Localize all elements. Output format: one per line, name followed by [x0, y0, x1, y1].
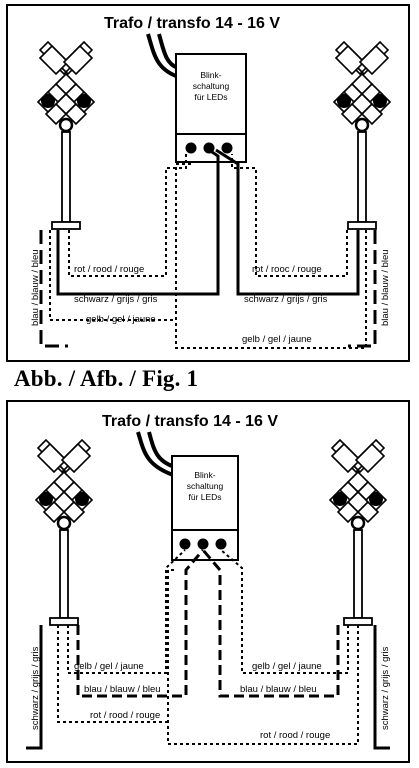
- signal-pole: [353, 529, 363, 619]
- signal-base: [49, 617, 79, 626]
- wire-label: schwarz / grijs / gris: [30, 646, 41, 730]
- railroad-crossing-signal-left: [36, 40, 96, 230]
- wire-yellow-right: [220, 549, 349, 674]
- power-cable: [146, 33, 177, 78]
- wire-label: rot / rood / rouge: [74, 264, 144, 275]
- wire-label: rot / rood / rouge: [260, 730, 330, 741]
- signal-lamp-icon: [354, 117, 370, 133]
- wire-red-left: [68, 154, 187, 277]
- signal-lamp-icon: [56, 515, 72, 531]
- wiring-diagram-figure-2: Trafo / transfo 14 - 16 V Blink- schaltu…: [6, 400, 410, 763]
- box-label-line: schaltung: [193, 81, 230, 91]
- wire-label: schwarz / grijs / gris: [74, 294, 158, 305]
- railroad-crossing-signal-right: [328, 438, 388, 626]
- blinker-circuit-box: Blink- schaltung für LEDs: [175, 53, 247, 163]
- signal-lamp-icon: [41, 94, 55, 108]
- wire-label: rot / rood / rouge: [90, 710, 160, 721]
- wire-label: schwarz / grijs / gris: [380, 646, 391, 730]
- wire-label: schwarz / grijs / gris: [244, 294, 328, 305]
- wire-label: gelb / gel / jaune: [74, 661, 144, 672]
- wire-label: blau / blauw / bleu: [30, 249, 41, 326]
- wire-yellow-right: [175, 163, 367, 349]
- signal-lamp-icon: [350, 515, 366, 531]
- wire-black-left: [56, 148, 220, 296]
- signal-base: [51, 221, 81, 230]
- wire-blue-left: [76, 549, 205, 698]
- terminal-icon: [179, 538, 191, 550]
- wire-black-right: [373, 625, 390, 750]
- signal-pole: [357, 131, 367, 223]
- wire-label: rot / rooc / rouge: [252, 264, 322, 275]
- signal-lamp-icon: [369, 492, 383, 506]
- terminal-icon: [197, 538, 209, 550]
- power-supply-label: Trafo / transfo 14 - 16 V: [104, 15, 280, 32]
- terminal-icon: [221, 142, 233, 154]
- wire-label: blau / blauw / bleu: [240, 684, 317, 695]
- box-label-line: für LEDs: [188, 492, 221, 502]
- box-label-line: Blink-: [194, 470, 215, 480]
- power-cable: [136, 431, 177, 478]
- wire-black-left: [26, 625, 43, 750]
- signal-lamp-icon: [333, 492, 347, 506]
- diagram-frame: [6, 4, 410, 362]
- wire-red-right: [167, 569, 359, 745]
- signal-lamp-icon: [75, 492, 89, 506]
- signal-lamp-icon: [39, 492, 53, 506]
- wire-label: gelb / gel / jaune: [242, 334, 312, 345]
- wiring-diagram-figure-2-drawing: Trafo / transfo 14 - 16 V Blink- schaltu…: [6, 400, 410, 763]
- signal-pole: [61, 131, 71, 223]
- box-label-line: Blink-: [200, 70, 221, 80]
- wire-red-right: [231, 154, 348, 277]
- diagram-frame: [6, 400, 410, 763]
- signal-lamp-icon: [337, 94, 351, 108]
- signal-lamp-icon: [77, 94, 91, 108]
- wire-blue-left: [39, 230, 68, 348]
- wire-label: blau / blauw / bleu: [380, 249, 391, 326]
- signal-lamp-icon: [373, 94, 387, 108]
- power-supply-label: Trafo / transfo 14 - 16 V: [102, 413, 278, 430]
- wire-black-right: [215, 148, 360, 296]
- railroad-crossing-signal-left: [34, 438, 94, 626]
- wire-blue-right: [348, 230, 377, 348]
- terminal-icon: [215, 538, 227, 550]
- figure-caption: Abb. / Afb. / Fig. 1: [14, 366, 199, 391]
- wire-yellow-left: [67, 549, 186, 674]
- signal-base: [343, 617, 373, 626]
- terminal-icon: [185, 142, 197, 154]
- wire-label: gelb / gel / jaune: [252, 661, 322, 672]
- wire-red-left: [57, 625, 168, 723]
- signal-base: [347, 221, 377, 230]
- signal-pole: [59, 529, 69, 619]
- wire-label: blau / blauw / bleu: [84, 684, 161, 695]
- wire-blue-right: [201, 549, 340, 698]
- signal-lamp-icon: [58, 117, 74, 133]
- wiring-diagram-figure-1: Trafo / transfo 14 - 16 V Blink- schaltu…: [6, 4, 410, 362]
- wire-label: gelb / gel / jaune: [86, 314, 156, 325]
- wiring-diagram-figure-1-drawing: Trafo / transfo 14 - 16 V Blink- schaltu…: [6, 4, 410, 362]
- box-label-line: für LEDs: [194, 92, 227, 102]
- wire-yellow-left: [49, 230, 176, 321]
- railroad-crossing-signal-right: [332, 40, 392, 230]
- box-label-line: schaltung: [187, 481, 224, 491]
- blinker-circuit-box: Blink- schaltung für LEDs: [171, 455, 239, 561]
